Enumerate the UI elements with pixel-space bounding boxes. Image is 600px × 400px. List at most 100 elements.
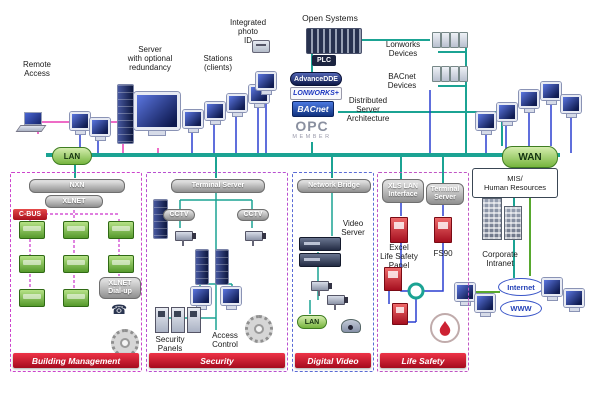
photo-id-label: Integrated photo ID bbox=[229, 18, 267, 46]
security-panels-label: Security Panels bbox=[155, 335, 185, 354]
station-monitor-icon bbox=[227, 94, 247, 116]
advancedde-badge: AdvanceDDE bbox=[290, 72, 342, 86]
server-monitor-icon bbox=[134, 92, 180, 135]
controller-module-icon bbox=[19, 289, 45, 307]
life-safety-section: XLS LAN Interface Terminal Server Excel … bbox=[377, 172, 469, 372]
access-control-label: Access Control bbox=[212, 331, 238, 350]
fire-panel-icon bbox=[434, 217, 452, 243]
camera-icon bbox=[175, 231, 196, 246]
wan-pill: WAN bbox=[502, 146, 558, 168]
controller-module-icon bbox=[63, 221, 89, 239]
xls-lan-interface-label: XLS LAN Interface bbox=[382, 179, 424, 203]
flame-icon bbox=[430, 313, 460, 343]
bacnet-device-icon bbox=[459, 66, 468, 82]
intranet-monitor-icon bbox=[475, 294, 495, 316]
opc-member-badge: OPC MEMBER bbox=[288, 118, 336, 140]
plc-rail-icon bbox=[306, 28, 362, 54]
security-monitor-icon bbox=[191, 287, 211, 309]
printer-icon bbox=[252, 40, 270, 53]
security-footer: Security bbox=[149, 353, 285, 368]
fire-panel-icon bbox=[390, 217, 408, 243]
controller-module-icon bbox=[63, 255, 89, 273]
dist-monitor-icon bbox=[519, 90, 539, 112]
cctv-right-label: CCTV bbox=[237, 209, 269, 221]
tower-server-icon bbox=[195, 249, 209, 285]
bacnet-device-icon bbox=[441, 66, 450, 82]
bacnet-device-icon bbox=[450, 66, 459, 82]
lan-pill: LAN bbox=[52, 147, 92, 165]
bacnet-devices-label: BACnet Devices bbox=[387, 72, 417, 91]
controller-module-icon bbox=[19, 255, 45, 273]
fire-panel-icon bbox=[384, 267, 402, 291]
digital-video-section: Network Bridge Video Server LAN Digital … bbox=[292, 172, 374, 372]
digital-video-footer: Digital Video bbox=[295, 353, 371, 368]
opc-text: OPC bbox=[295, 118, 329, 134]
bacnet-badge: BACnet bbox=[292, 101, 334, 117]
dist-monitor-icon bbox=[497, 103, 517, 125]
corporate-intranet-label: Corporate Intranet bbox=[482, 250, 518, 269]
terminal-server-header: Terminal Server bbox=[171, 179, 265, 193]
lonworks-device-icon bbox=[459, 32, 468, 48]
lonworks-device-icon bbox=[450, 32, 459, 48]
video-recorder-icon bbox=[299, 237, 341, 251]
station-monitor-icon bbox=[183, 110, 203, 132]
xlnet-dialup-label: XLNET Dial-up bbox=[99, 277, 141, 299]
cctv-left-label: CCTV bbox=[163, 209, 195, 221]
plc-label: PLC bbox=[312, 55, 336, 66]
station-monitor-icon bbox=[205, 102, 225, 124]
security-monitor-icon bbox=[221, 287, 241, 309]
dist-monitor-icon bbox=[561, 95, 581, 117]
dome-camera-icon bbox=[341, 319, 361, 333]
security-panel-icon bbox=[171, 307, 185, 333]
lonworks-device-icon bbox=[432, 32, 441, 48]
controller-module-icon bbox=[108, 221, 134, 239]
digital-video-lan-pill: LAN bbox=[297, 315, 327, 329]
security-panel-icon bbox=[187, 307, 201, 333]
fire-panel-icon bbox=[392, 303, 408, 325]
nxn-header: NXN bbox=[29, 179, 125, 193]
www-cloud: WWW bbox=[500, 300, 542, 317]
tower-server-icon bbox=[215, 249, 229, 285]
monitor-icon bbox=[90, 118, 110, 140]
dist-monitor-icon bbox=[541, 82, 561, 104]
controller-module-icon bbox=[19, 221, 45, 239]
security-panel-icon bbox=[155, 307, 169, 333]
fs90-label: FS90 bbox=[433, 249, 453, 258]
cbus-tag: C-BUS bbox=[13, 209, 47, 220]
camera-icon bbox=[245, 231, 266, 246]
open-systems-label: Open Systems bbox=[302, 13, 358, 23]
mis-box: MIS/ Human Resources bbox=[472, 168, 558, 198]
building-icon bbox=[482, 198, 502, 240]
building-management-section: NXN XLNET C-BUS XLNET Dial-up ☎ Building… bbox=[10, 172, 142, 372]
dist-monitor-icon bbox=[476, 112, 496, 134]
monitor-icon bbox=[70, 112, 90, 134]
phone-icon: ☎ bbox=[111, 302, 128, 317]
xlnet-label: XLNET bbox=[45, 195, 103, 208]
camera-icon bbox=[327, 295, 348, 310]
excel-life-safety-label: Excel Life Safety Panel bbox=[380, 243, 418, 271]
video-server-label: Video Server bbox=[341, 219, 365, 238]
bacnet-device-icon bbox=[432, 66, 441, 82]
ls-terminal-server-label: Terminal Server bbox=[426, 183, 464, 205]
camera-icon bbox=[311, 281, 332, 296]
lonworks-badge: LONWORKS+ bbox=[290, 87, 342, 100]
building-management-footer: Building Management bbox=[13, 353, 139, 368]
intranet-monitor-icon bbox=[455, 283, 475, 305]
server-tower-icon bbox=[117, 84, 134, 144]
video-recorder-icon bbox=[299, 253, 341, 267]
intranet-monitor-icon bbox=[564, 289, 584, 311]
photo-id-monitor-icon bbox=[256, 72, 276, 94]
life-safety-footer: Life Safety bbox=[380, 353, 466, 368]
intranet-monitor-icon bbox=[542, 278, 562, 300]
lonworks-devices-label: Lonworks Devices bbox=[385, 40, 421, 59]
internet-cloud: Internet bbox=[498, 278, 544, 296]
network-bridge-header: Network Bridge bbox=[297, 179, 371, 193]
server-label: Server with optional redundancy bbox=[127, 45, 173, 73]
building-icon bbox=[504, 206, 522, 240]
controller-module-icon bbox=[63, 289, 89, 307]
distributed-server-label: Distributed Server Architecture bbox=[346, 96, 390, 124]
controller-module-icon bbox=[108, 255, 134, 273]
laptop-icon bbox=[15, 112, 47, 132]
gear-icon bbox=[245, 315, 273, 343]
